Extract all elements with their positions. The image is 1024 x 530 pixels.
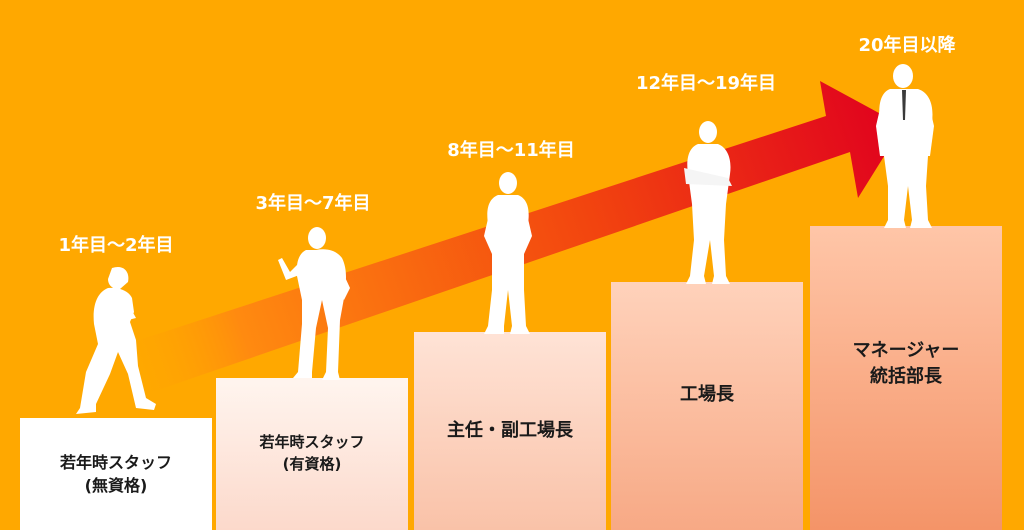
tie-icon [902,90,906,120]
step-years-label: 1年目〜2年目 [58,235,174,256]
arms-crossed-person-icon [684,121,732,284]
step-block-3: 主任・副工場長 [414,332,606,530]
step-role-label: 工場長 [680,384,734,405]
pointing-person-icon [278,227,350,380]
walking-person-icon [76,266,156,414]
step-role-label: 主任・副工場長 [447,419,573,441]
step-block-2: 若年時スタッフ (有資格) [216,378,408,530]
step-years-label: 8年目〜11年目 [447,140,575,161]
step-block-5: マネージャー 統括部長 [810,226,1002,530]
step-years-label: 3年目〜7年目 [255,193,371,214]
step-block-1: 若年時スタッフ (無資格) [20,418,212,530]
step-role-label: 若年時スタッフ (有資格) [259,433,365,473]
step-years-label: 12年目〜19年目 [635,73,777,94]
step-role-label: 若年時スタッフ (無資格) [59,452,172,495]
step-role-label: マネージャー 統括部長 [852,340,960,388]
businessman-icon [876,64,934,228]
step-years-label: 20年目以降 [858,35,956,56]
step-block-4: 工場長 [611,282,803,530]
standing-person-icon [484,172,532,334]
